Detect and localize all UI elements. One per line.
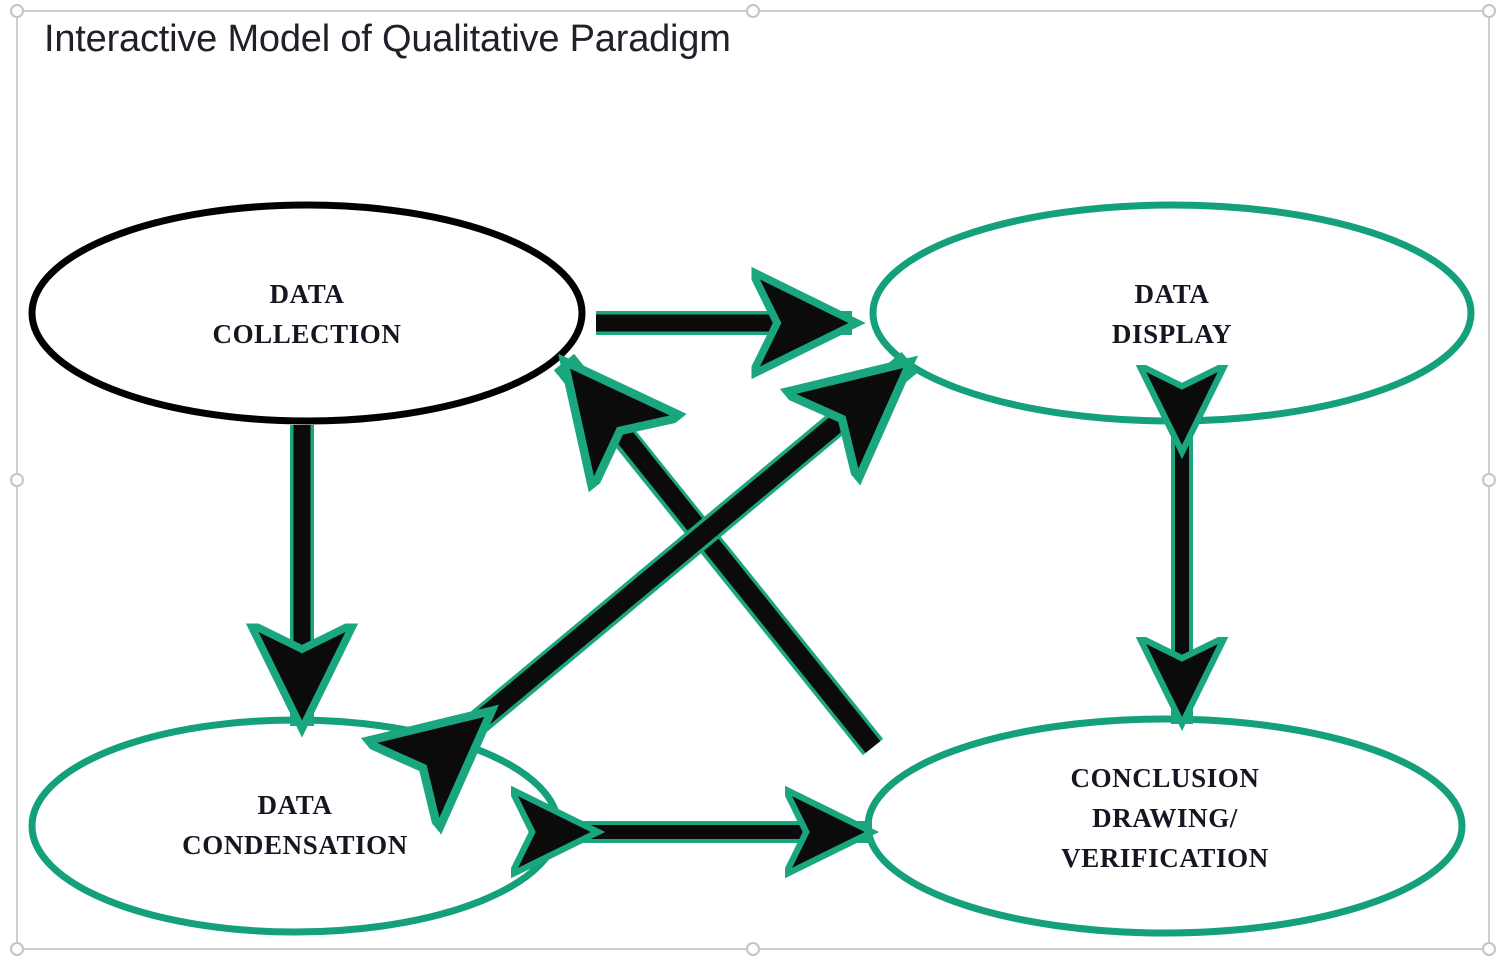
data-display-label-line2: DISPLAY bbox=[1112, 319, 1232, 349]
conclusion-label-line1: CONCLUSION bbox=[1070, 763, 1259, 793]
data-collection-label-line2: COLLECTION bbox=[212, 319, 401, 349]
conclusion-label-line2: DRAWING/ bbox=[1092, 803, 1238, 833]
conclusion-label-line3: VERIFICATION bbox=[1061, 843, 1269, 873]
resize-handle-bottom-right[interactable] bbox=[1482, 942, 1496, 956]
resize-handle-bottom-center[interactable] bbox=[746, 942, 760, 956]
resize-handle-bottom-left[interactable] bbox=[10, 942, 24, 956]
arrow-condensation-to-display[interactable] bbox=[463, 352, 919, 735]
selection-frame[interactable] bbox=[10, 4, 1496, 956]
data-display-label-line1: DATA bbox=[1135, 279, 1210, 309]
resize-handle-top-right[interactable] bbox=[1482, 4, 1496, 18]
page-title: Interactive Model of Qualitative Paradig… bbox=[44, 18, 731, 60]
resize-handle-top-left[interactable] bbox=[10, 4, 24, 18]
data-condensation-label-line1: DATA bbox=[258, 790, 333, 820]
resize-handle-middle-right[interactable] bbox=[1482, 473, 1496, 487]
data-collection-label-line1: DATA bbox=[270, 279, 345, 309]
resize-handle-top-center[interactable] bbox=[746, 4, 760, 18]
resize-handle-middle-left[interactable] bbox=[10, 473, 24, 487]
